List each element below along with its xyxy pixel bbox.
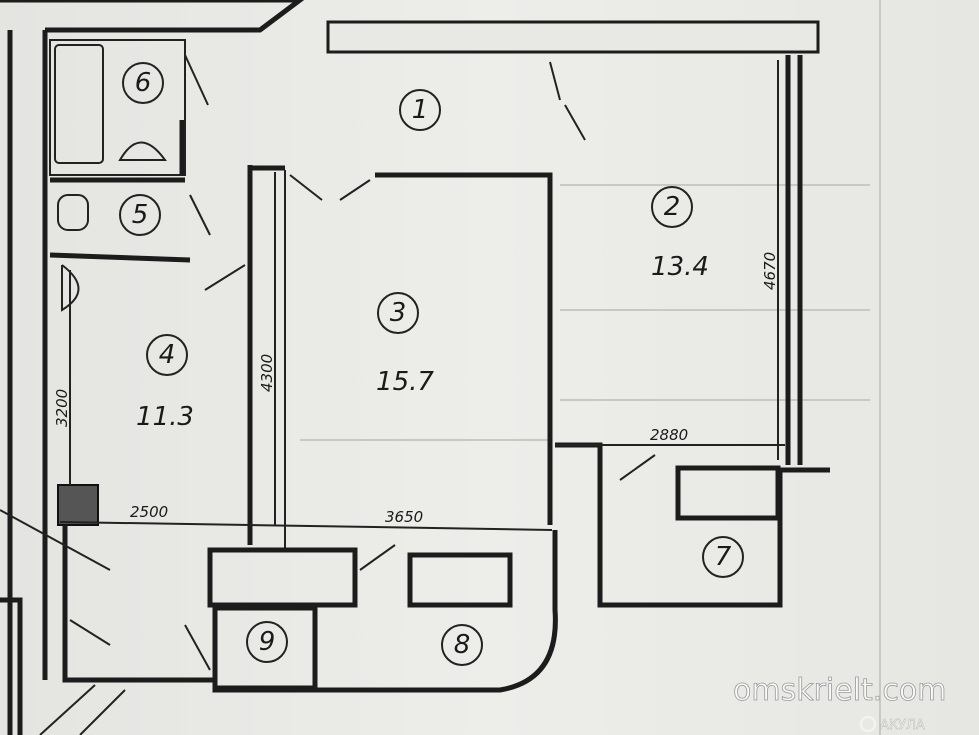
room-labels: 6 5 1 2 13.4 3 15.7 4 11.3 7 8 9 bbox=[119, 62, 744, 666]
watermark-logo-icon bbox=[860, 716, 876, 732]
walls bbox=[0, 0, 830, 735]
watermark-text: omskrielt.com bbox=[733, 673, 946, 708]
room-7-number: 7 bbox=[715, 542, 732, 572]
room-4-number: 4 bbox=[159, 340, 176, 370]
room-2-area: 13.4 bbox=[651, 252, 709, 282]
watermark: omskrielt.com АКУЛА bbox=[733, 673, 947, 734]
background-lines bbox=[300, 0, 881, 735]
dim-room3-width: 3650 bbox=[385, 508, 423, 526]
room-5-number: 5 bbox=[132, 200, 149, 230]
room-3-area: 15.7 bbox=[376, 367, 434, 397]
dim-room4-height: 3200 bbox=[53, 389, 71, 427]
room-3-number: 3 bbox=[390, 298, 407, 328]
room-2-number: 2 bbox=[664, 192, 681, 222]
room-9-number: 9 bbox=[259, 627, 276, 657]
room-6-number: 6 bbox=[135, 68, 152, 98]
dimension-labels: 4670 2880 4300 3650 3200 2500 bbox=[53, 252, 779, 526]
dim-room2-height: 4670 bbox=[761, 252, 779, 290]
room-1-number: 1 bbox=[412, 95, 429, 125]
dim-room4-width: 2500 bbox=[130, 503, 168, 521]
room-8-number: 8 bbox=[454, 630, 471, 660]
dim-room3-height: 4300 bbox=[258, 354, 276, 392]
dim-room2-width: 2880 bbox=[650, 426, 688, 444]
room-4-area: 11.3 bbox=[136, 402, 194, 432]
watermark-logo-text: АКУЛА bbox=[880, 718, 925, 733]
dimension-lines bbox=[59, 60, 785, 531]
